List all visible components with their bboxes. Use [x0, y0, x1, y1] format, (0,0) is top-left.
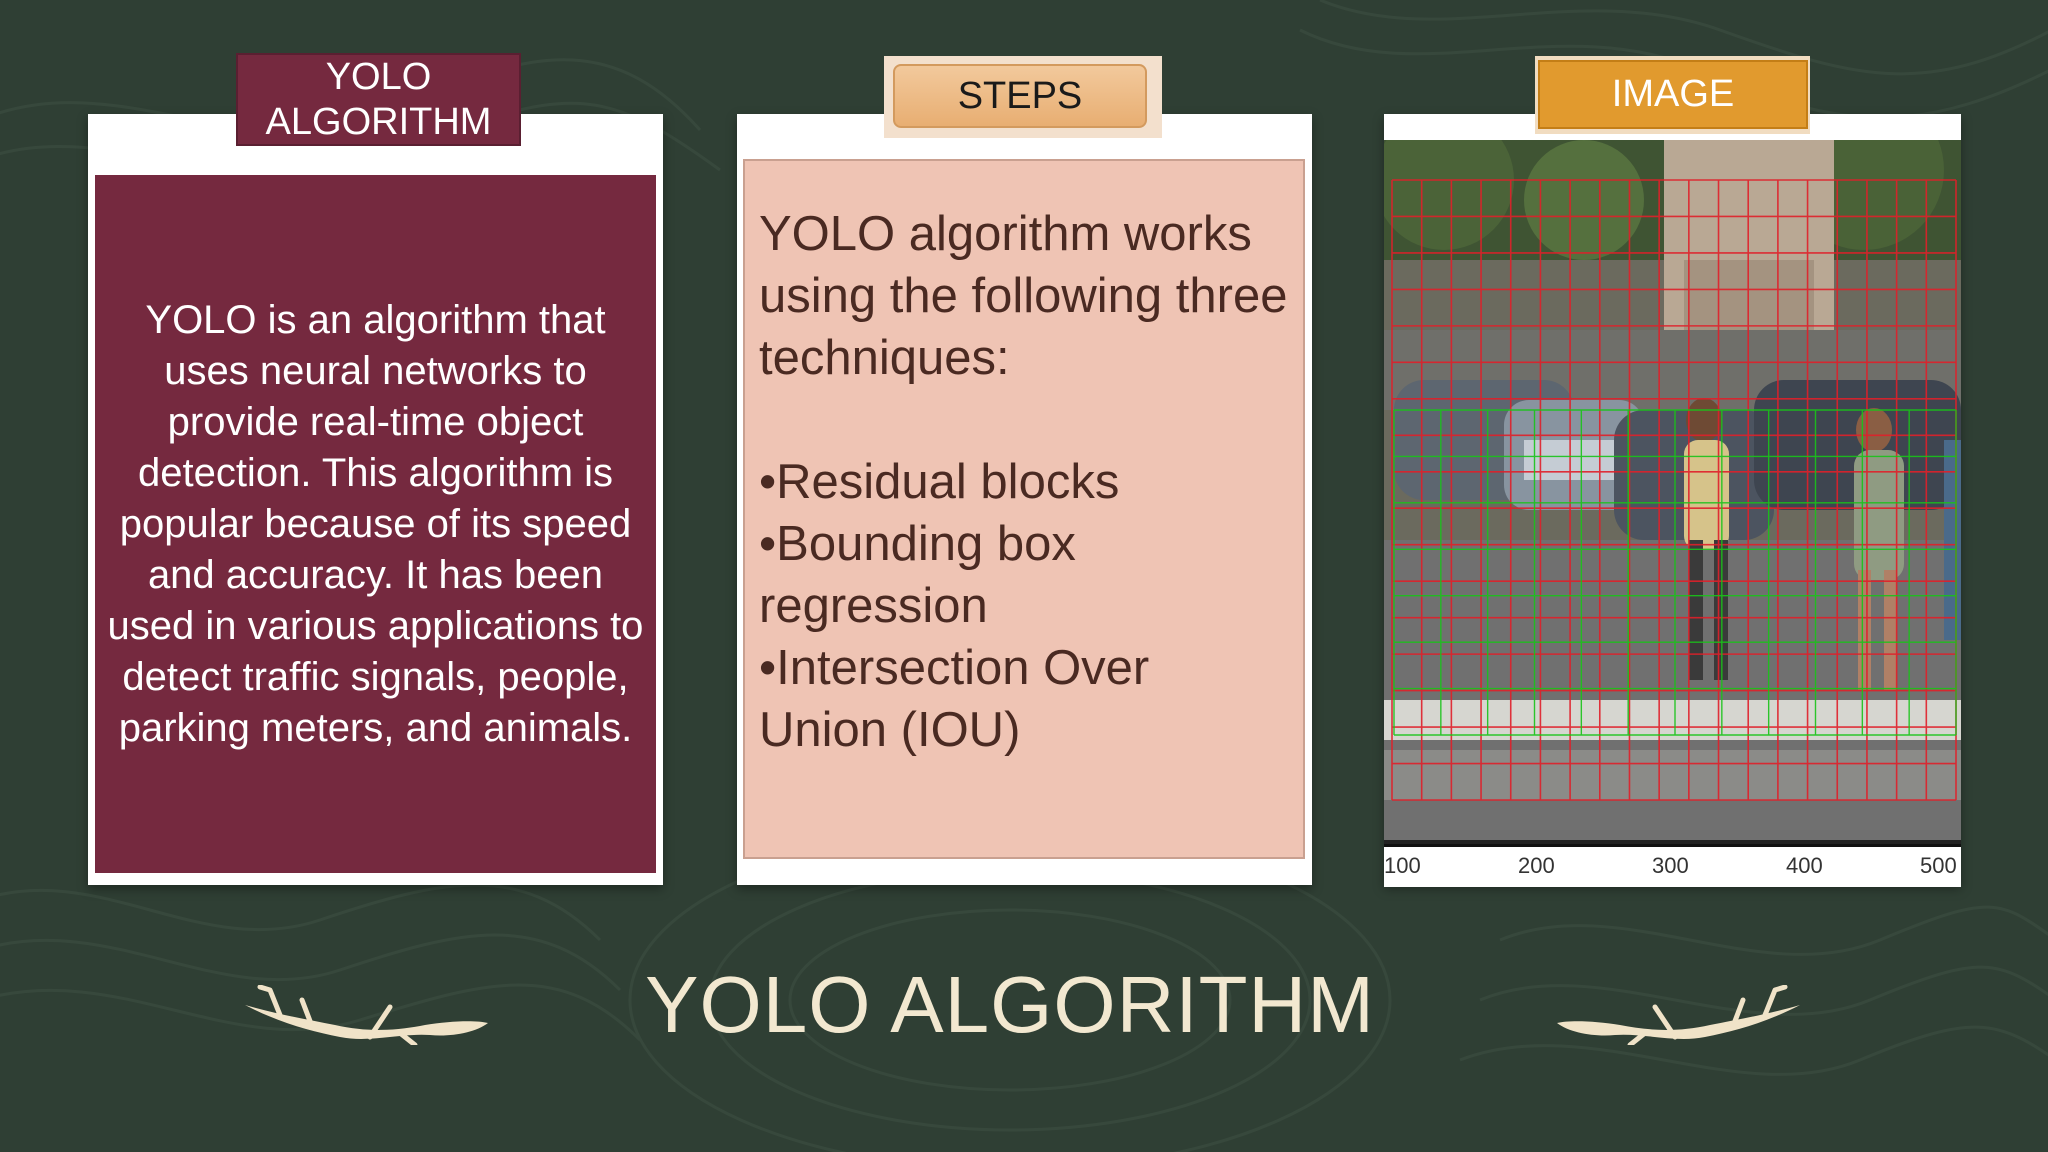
image-card: 100 200 300 400 500 [1384, 114, 1961, 887]
image-axis: 100 200 300 400 500 [1384, 844, 1961, 887]
steps-card: YOLO algorithm works using the following… [737, 114, 1312, 885]
step-item-residual-blocks: •Residual blocks [759, 455, 1120, 509]
yolo-grid-photo [1384, 140, 1961, 845]
slide-title: YOLO ALGORITHM [645, 960, 1375, 1049]
steps-list: •Residual blocks •Bounding box regressio… [759, 451, 1289, 761]
branch-icon-left [245, 985, 488, 1045]
steps-tab-label: STEPS [893, 64, 1147, 128]
axis-tick-100: 100 [1384, 853, 1421, 878]
algorithm-card: YOLO is an algorithm that uses neural ne… [88, 114, 663, 885]
branch-icon-right [1557, 985, 1800, 1045]
algorithm-description: YOLO is an algorithm that uses neural ne… [107, 297, 644, 750]
steps-card-body: YOLO algorithm works using the following… [743, 159, 1305, 859]
axis-tick-300: 300 [1652, 853, 1689, 878]
axis-tick-200: 200 [1518, 853, 1555, 878]
axis-tick-500: 500 [1920, 853, 1957, 878]
steps-intro: YOLO algorithm works using the following… [759, 207, 1288, 385]
step-item-bounding-box-regression: •Bounding box regression [759, 517, 1076, 633]
axis-tick-400: 400 [1786, 853, 1823, 878]
algorithm-tab-label: YOLO ALGORITHM [236, 53, 521, 146]
step-item-iou: •Intersection Over Union (IOU) [759, 641, 1150, 757]
algorithm-card-body: YOLO is an algorithm that uses neural ne… [95, 175, 656, 873]
image-tab-label: IMAGE [1538, 60, 1808, 129]
